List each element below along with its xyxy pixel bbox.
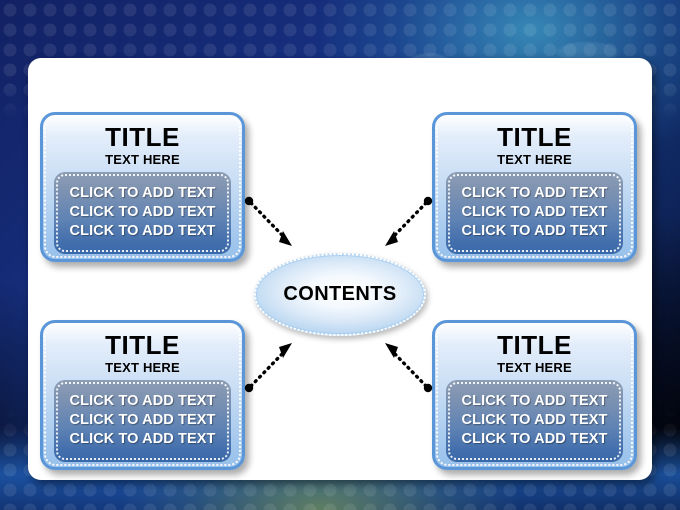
box-text-placeholder[interactable]: CLICK TO ADD TEXT CLICK TO ADD TEXT CLIC… [54, 171, 231, 254]
box-subtitle: TEXT HERE [497, 359, 572, 375]
box-header: TITLE TEXT HERE [440, 328, 629, 376]
placeholder-line: CLICK TO ADD TEXT [461, 223, 608, 240]
box-subtitle: TEXT HERE [497, 151, 572, 167]
placeholder-line: CLICK TO ADD TEXT [461, 392, 608, 409]
diagram-box-bottom-left[interactable]: TITLE TEXT HERE CLICK TO ADD TEXT CLICK … [40, 320, 245, 470]
box-title: TITLE [497, 330, 572, 360]
box-text-placeholder[interactable]: CLICK TO ADD TEXT CLICK TO ADD TEXT CLIC… [446, 171, 623, 254]
center-contents-ellipse[interactable]: CONTENTS [254, 253, 426, 336]
placeholder-line: CLICK TO ADD TEXT [69, 184, 216, 201]
placeholder-line: CLICK TO ADD TEXT [69, 392, 216, 409]
box-header: TITLE TEXT HERE [48, 120, 237, 168]
box-header: TITLE TEXT HERE [48, 328, 237, 376]
box-text-placeholder[interactable]: CLICK TO ADD TEXT CLICK TO ADD TEXT CLIC… [446, 379, 623, 462]
box-title: TITLE [105, 122, 180, 152]
center-label: CONTENTS [283, 283, 397, 305]
box-title: TITLE [497, 122, 572, 152]
placeholder-line: CLICK TO ADD TEXT [69, 412, 216, 429]
box-header: TITLE TEXT HERE [440, 120, 629, 168]
box-title: TITLE [105, 330, 180, 360]
diagram-box-bottom-right[interactable]: TITLE TEXT HERE CLICK TO ADD TEXT CLICK … [432, 320, 637, 470]
placeholder-line: CLICK TO ADD TEXT [461, 431, 608, 448]
placeholder-line: CLICK TO ADD TEXT [69, 223, 216, 240]
placeholder-line: CLICK TO ADD TEXT [69, 204, 216, 221]
placeholder-line: CLICK TO ADD TEXT [461, 412, 608, 429]
diagram-box-top-left[interactable]: TITLE TEXT HERE CLICK TO ADD TEXT CLICK … [40, 112, 245, 262]
box-subtitle: TEXT HERE [105, 359, 180, 375]
placeholder-line: CLICK TO ADD TEXT [461, 184, 608, 201]
placeholder-line: CLICK TO ADD TEXT [69, 431, 216, 448]
box-subtitle: TEXT HERE [105, 151, 180, 167]
placeholder-line: CLICK TO ADD TEXT [461, 204, 608, 221]
diagram-box-top-right[interactable]: TITLE TEXT HERE CLICK TO ADD TEXT CLICK … [432, 112, 637, 262]
box-text-placeholder[interactable]: CLICK TO ADD TEXT CLICK TO ADD TEXT CLIC… [54, 379, 231, 462]
